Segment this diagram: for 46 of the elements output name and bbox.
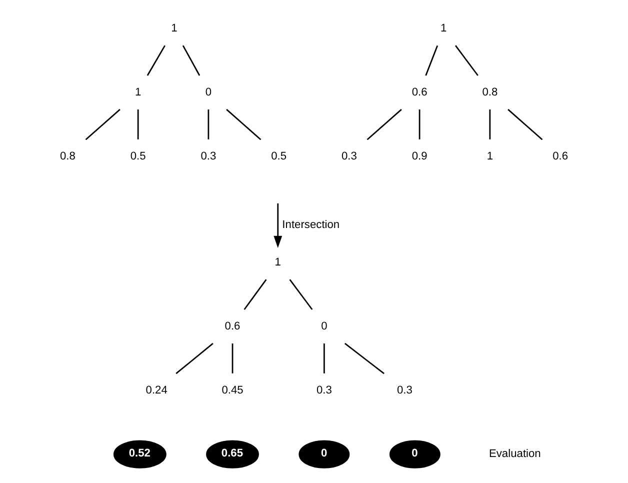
connector — [324, 343, 325, 374]
node-text: 0.24 — [146, 384, 168, 396]
connector — [366, 108, 402, 140]
node-text: 0.3 — [200, 150, 216, 162]
node-text: 1 — [171, 22, 178, 35]
connector — [137, 109, 139, 140]
node-text: 0.9 — [412, 150, 428, 162]
node-text: 1 — [486, 150, 494, 162]
connector — [508, 108, 543, 140]
arrow — [274, 204, 282, 248]
node-text: 0.45 — [222, 384, 244, 396]
node-text: 1 — [274, 256, 281, 269]
connector — [226, 108, 262, 140]
node-text: 0.6 — [412, 86, 428, 98]
connector — [176, 342, 214, 374]
connector — [208, 109, 210, 140]
connector — [489, 109, 491, 140]
node-text: 0 — [321, 320, 328, 332]
node-text: 0.6 — [224, 320, 240, 332]
node-text: 0.6 — [552, 150, 568, 162]
node-text: 0.3 — [397, 384, 412, 396]
node-text: 0.8 — [482, 86, 498, 98]
node-ellipse: 0 — [389, 440, 440, 468]
node-text: 0.5 — [271, 150, 287, 162]
node-text: 1 — [440, 22, 447, 35]
node-text: 1 — [134, 86, 142, 98]
node-text: 0.3 — [316, 384, 332, 396]
connector — [344, 342, 384, 374]
node-ellipse: 0.65 — [206, 440, 259, 468]
label: Evaluation — [488, 448, 541, 460]
connector — [289, 279, 313, 310]
node-ellipse: 0.52 — [113, 440, 166, 468]
connector — [182, 45, 200, 76]
connector — [244, 279, 267, 310]
node-text: 0.8 — [60, 150, 76, 162]
connector — [425, 45, 438, 76]
node-text: 0.3 — [341, 150, 357, 162]
connector — [146, 45, 166, 76]
connector — [455, 45, 478, 76]
connector — [85, 108, 120, 140]
node-text: 0.5 — [130, 150, 146, 162]
connector — [418, 109, 420, 140]
node-ellipse: 0 — [298, 440, 350, 468]
node-text: 0 — [205, 86, 212, 98]
edge-label: Intersection — [282, 219, 340, 232]
connector — [232, 343, 234, 374]
